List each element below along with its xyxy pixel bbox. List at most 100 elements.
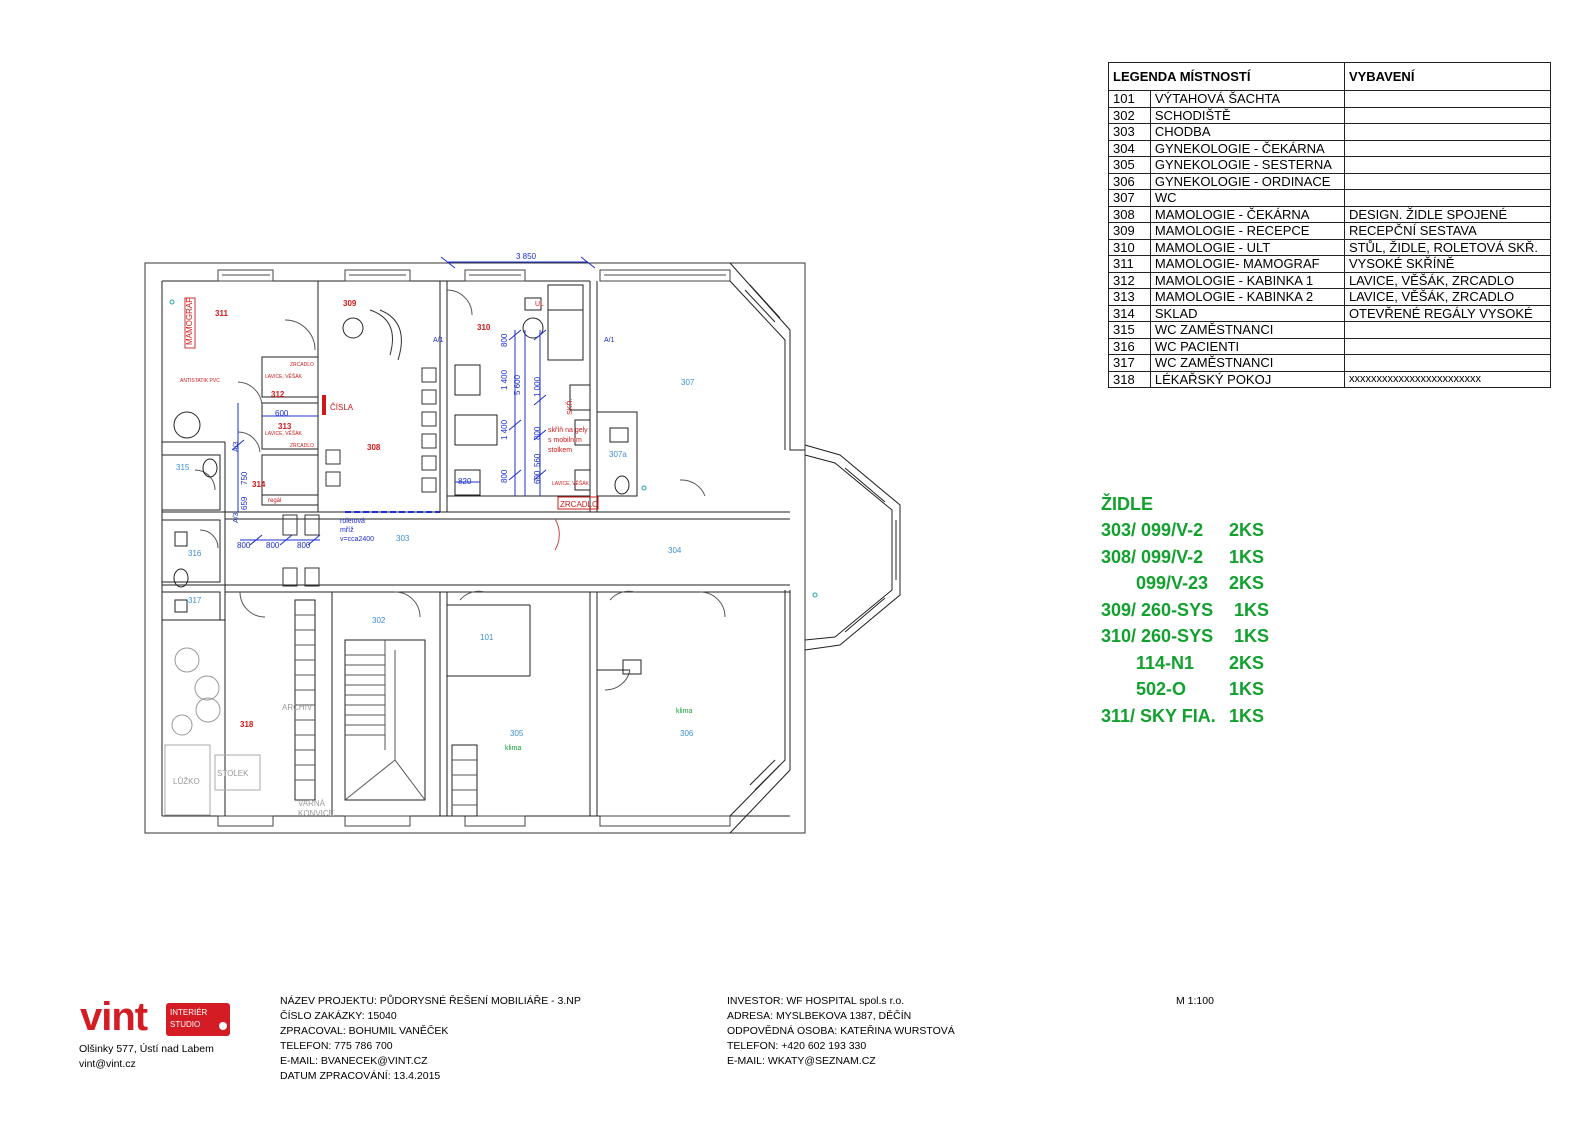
room-307a: 307a [609,450,627,459]
legend-room-name: VÝTAHOVÁ ŠACHTA [1149,90,1345,108]
project-info-line: NÁZEV PROJEKTU: PŮDORYSNÉ ŘEŠENÍ MOBILIÁ… [280,995,581,1007]
legend-header-row: LEGENDA MÍSTNOSTÍ VYBAVENÍ [1108,62,1552,91]
chair-quantity: 2KS [1229,520,1265,540]
investor-info-line: ODPOVĚDNÁ OSOBA: KATEŘINA WURSTOVÁ [727,1025,955,1037]
legend-room-name: MAMOLOGIE- MAMOGRAF [1149,255,1345,273]
room-307: 307 [681,378,695,387]
label-mamograf: MAMOGRAF [185,298,194,345]
legend-room-name: SKLAD [1149,304,1345,322]
project-info-line: DATUM ZPRACOVÁNÍ: 13.4.2015 [280,1070,441,1082]
legend-header-rooms: LEGENDA MÍSTNOSTÍ [1108,62,1345,91]
legend-room-name: WC ZAMĚSTNANCI [1149,321,1345,339]
investor-info-line: E-MAIL: WKATY@SEZNAM.CZ [727,1055,876,1067]
room-101: 101 [480,633,494,642]
chair-row: 311/ SKY FIA.1KS [1101,706,1401,733]
chair-code: 309/ 260-SYS [1101,599,1214,620]
dim-800-b: 800 [500,469,509,483]
chair-quantity: 1KS [1229,679,1265,699]
legend-room-name: CHODBA [1149,123,1345,141]
label-zrcadlo-312: ZRCADLO [290,362,314,368]
label-roletova-3: v=cca2400 [340,536,374,543]
legend-room-name: GYNEKOLOGIE - ORDINACE [1149,172,1345,190]
legend-room-equipment: STŮL, ŽIDLE, ROLETOVÁ SKŘ. [1343,238,1552,256]
legend-room-name: MAMOLOGIE - RECEPCE [1149,222,1345,240]
project-info: NÁZEV PROJEKTU: PŮDORYSNÉ ŘEŠENÍ MOBILIÁ… [280,994,581,1084]
legend-room-equipment: LAVICE, VĚŠÁK, ZRCADLO [1343,271,1552,289]
legend-room-equipment: DESIGN. ŽIDLE SPOJENÉ [1343,205,1552,223]
legend-room-equipment [1343,156,1552,174]
title-block: vint INTERIÉR STUDIO Olšinky 577, Ústí n… [0,990,1588,1123]
label-ul: UL [535,301,544,308]
label-lavice-310: LAVICE, VĚŠÁK [552,479,590,487]
investor-info-line: INVESTOR: WF HOSPITAL spol.s r.o. [727,995,905,1007]
legend-room-number: 304 [1108,139,1151,157]
dim-800-e: 800 [266,541,280,550]
investor-info-line: ADRESA: MYSLBEKOVA 1387, DĚČÍN [727,1010,912,1022]
dim-659: 659 [240,496,249,510]
project-info-line: ČÍSLO ZAKÁZKY: 15040 [280,1010,397,1022]
legend-room-number: 313 [1108,288,1151,306]
room-311: 311 [215,309,228,318]
room-306: 306 [680,729,694,738]
legend-room-equipment [1343,123,1552,141]
chair-quantity: 1KS [1229,705,1265,726]
label-skr: SKŘ. [565,399,574,415]
project-info-line: TELEFON: 775 786 700 [280,1040,393,1052]
room-309: 309 [343,299,357,308]
dim-800-a: 800 [500,333,509,347]
legend-room-number: 314 [1108,304,1151,322]
legend-room-number: 303 [1108,123,1151,141]
legend-room-equipment: RECEPČNÍ SESTAVA [1343,222,1552,240]
chair-quantity: 1KS [1229,546,1265,567]
legend-room-equipment: VYSOKÉ SKŘÍNĚ [1343,255,1552,273]
legend-room-number: 312 [1108,271,1151,289]
legend-room-equipment [1343,172,1552,190]
dim-750: 750 [240,471,249,485]
legend-room-number: 318 [1108,370,1151,388]
label-roletova-1: roletová [340,518,365,525]
label-lavice-312: LAVICE, VĚŠÁK [265,372,303,380]
chair-row: 309/ 260-SYS 1KS [1101,600,1401,627]
room-316: 316 [188,549,202,558]
label-varna-2: KONVICE [298,809,334,818]
chair-code: 114-N1 [1136,652,1195,673]
room-304: 304 [668,546,682,555]
label-lavice-313: LAVICE, VĚŠÁK [265,429,303,437]
label-a1-right: A/1 [604,337,615,344]
legend-room-number: 308 [1108,205,1151,223]
chair-quantity: 1KS [1234,599,1270,620]
legend-room-equipment: OTEVŘENÉ REGÁLY VYSOKÉ [1343,304,1552,322]
label-archiv: ARCHIV [282,703,313,712]
project-info-line: E-MAIL: BVANECEK@VINT.CZ [280,1055,428,1067]
legend-room-equipment: xxxxxxxxxxxxxxxxxxxxxxxx [1343,370,1552,388]
legend-room-name: SCHODIŠTĚ [1149,106,1345,124]
dim-1400-a: 1 400 [500,369,509,390]
dim-1000: 1 000 [533,376,542,397]
legend-room-equipment [1343,354,1552,372]
chairs-title: ŽIDLE [1101,494,1153,514]
dim-600-b: 600 [533,470,542,484]
legend-header-equipment: VYBAVENÍ [1343,62,1552,91]
legend-room-name: MAMOLOGIE - ČEKÁRNA [1149,205,1345,223]
legend-room-equipment [1343,106,1552,124]
project-info-line: ZPRACOVAL: BOHUMIL VANĚČEK [280,1025,449,1037]
room-302: 302 [372,616,386,625]
chair-quantity: 2KS [1229,573,1265,593]
room-303: 303 [396,534,410,543]
investor-info: INVESTOR: WF HOSPITAL spol.s r.o. ADRESA:… [727,994,955,1069]
